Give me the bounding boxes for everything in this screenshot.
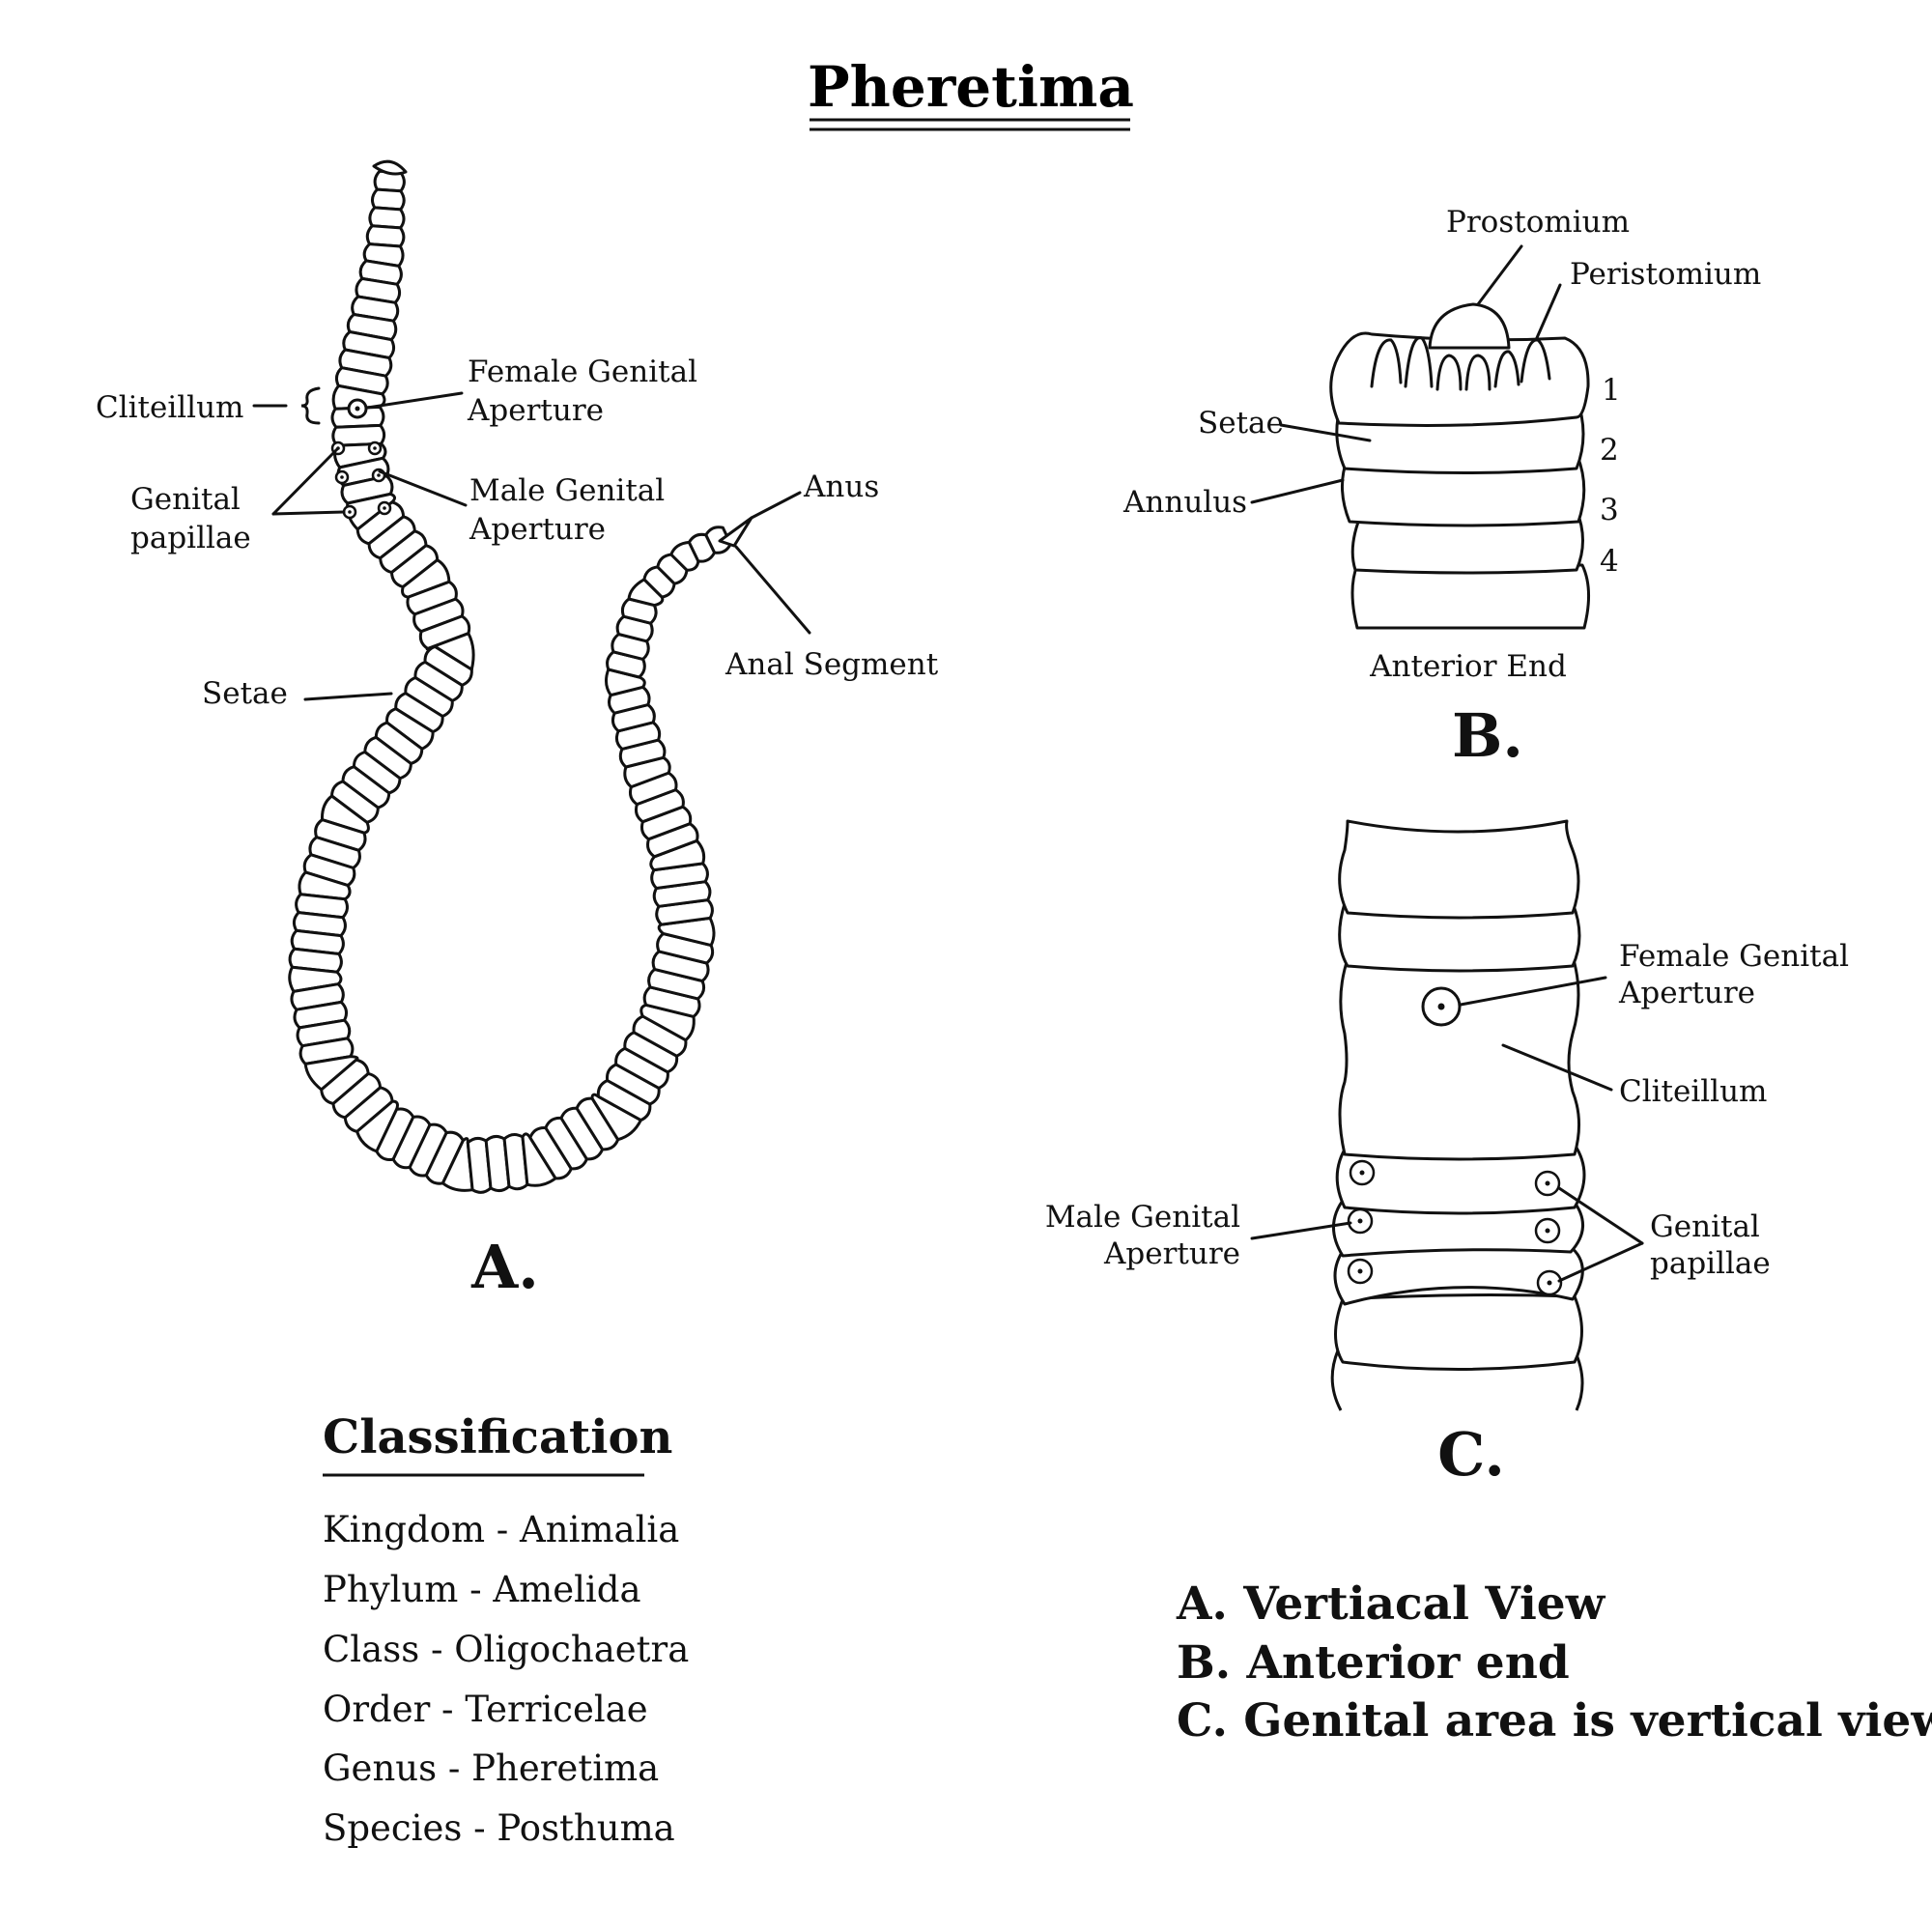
segment-number-3: 3 [1600, 493, 1619, 527]
leader-female-aperture-a [365, 391, 464, 410]
legend-item-c: C. Genital area is vertical view [1177, 1694, 1932, 1747]
leader-prostomium [1476, 244, 1523, 306]
anterior-segment-5 [1350, 563, 1591, 630]
label-female-genital-a-2: Aperture [467, 393, 604, 428]
label-female-genital-a-1: Female Genital [468, 355, 697, 389]
cliteillum-brace [300, 386, 321, 425]
label-cliteillum-c: Cliteillum [1619, 1074, 1767, 1109]
prostomium-lobe [1428, 302, 1511, 350]
peristomium-fold-1 [1370, 338, 1403, 388]
leader-papillae-a-1 [271, 446, 340, 516]
leader-anal-segment [734, 545, 811, 635]
label-male-genital-a-2: Aperture [469, 512, 606, 547]
label-genital-papillae-a-1: Genital [130, 482, 241, 517]
label-female-genital-c-1: Female Genital [1619, 939, 1849, 974]
worm-segment [704, 526, 732, 554]
classification-heading: Classification [323, 1410, 672, 1464]
peristomium-fold-5 [1493, 350, 1520, 388]
worm-prostomium [372, 159, 408, 176]
classification-item: Species - Posthuma [323, 1807, 675, 1849]
segment-number-4: 4 [1600, 544, 1619, 579]
classification-item: Phylum - Amelida [323, 1569, 641, 1610]
peristomium-fold-3 [1435, 354, 1463, 391]
genital-segment-upper-1 [1338, 819, 1580, 920]
label-male-genital-a-1: Male Genital [469, 473, 665, 508]
leader-anus [750, 491, 802, 520]
leader-male-aperture-a [378, 469, 468, 507]
label-anal-segment: Anal Segment [724, 647, 939, 682]
genital-female-aperture-c [1421, 986, 1462, 1027]
leader-male-aperture-c [1250, 1221, 1352, 1240]
label-annulus: Annulus [1122, 485, 1247, 520]
leader-papillae-a-2 [271, 510, 346, 516]
segment-number-2: 2 [1600, 433, 1619, 468]
page-title: Pheretima [808, 54, 1134, 120]
label-prostomium: Prostomium [1446, 205, 1630, 240]
leader-female-aperture-c [1459, 976, 1607, 1007]
label-male-genital-c-2: Aperture [1103, 1236, 1240, 1271]
classification-item: Order - Terricelae [323, 1689, 648, 1730]
legend-item-a: A. Vertiacal View [1176, 1577, 1606, 1631]
leader-papillae-c-2 [1557, 1241, 1644, 1283]
leader-setae-b [1279, 423, 1372, 442]
worm-female-aperture [347, 398, 368, 419]
legend-item-b: B. Anterior end [1177, 1636, 1570, 1690]
leader-setae-a [303, 692, 393, 701]
label-genital-papillae-c-2: papillae [1650, 1246, 1771, 1281]
label-setae-b: Setae [1198, 406, 1284, 440]
label-setae-a: Setae [202, 676, 288, 711]
worm-body [288, 169, 732, 1194]
classification-item: Genus - Pheretima [323, 1747, 659, 1789]
classification-item: Kingdom - Animalia [323, 1509, 679, 1550]
label-cliteillum-a: Cliteillum [96, 390, 243, 425]
figure-a-letter: A. [470, 1232, 539, 1302]
leader-cliteillum-c [1501, 1043, 1613, 1092]
figure-c-letter: C. [1437, 1419, 1505, 1490]
worm-anal-tip [718, 516, 753, 548]
label-genital-papillae-a-2: papillae [130, 521, 251, 555]
label-male-genital-c-1: Male Genital [1045, 1200, 1240, 1235]
peristomium-fold-4 [1464, 354, 1492, 391]
peristomium-fold-6 [1520, 338, 1551, 384]
leader-peristomium [1534, 283, 1562, 342]
clitellum-band [1338, 954, 1581, 1161]
caption-anterior-end: Anterior End [1369, 649, 1567, 684]
genital-papillae-dots-c [1347, 1159, 1563, 1296]
segment-number-1: 1 [1602, 373, 1621, 408]
label-peristomium: Peristomium [1570, 257, 1761, 292]
leader-papillae-c-1 [1557, 1186, 1644, 1245]
peristomium-fold-2 [1404, 336, 1434, 388]
genital-segment-lower [1334, 1293, 1583, 1371]
figure-b-letter: B. [1452, 700, 1523, 771]
leader-annulus [1250, 478, 1345, 504]
label-genital-papillae-c-1: Genital [1650, 1209, 1760, 1244]
label-female-genital-c-2: Aperture [1618, 976, 1755, 1010]
anterior-end-drawing [1329, 302, 1591, 630]
genital-area-drawing [1330, 819, 1586, 1411]
classification-item: Class - Oligochaetra [323, 1629, 689, 1670]
label-anus: Anus [803, 469, 879, 504]
